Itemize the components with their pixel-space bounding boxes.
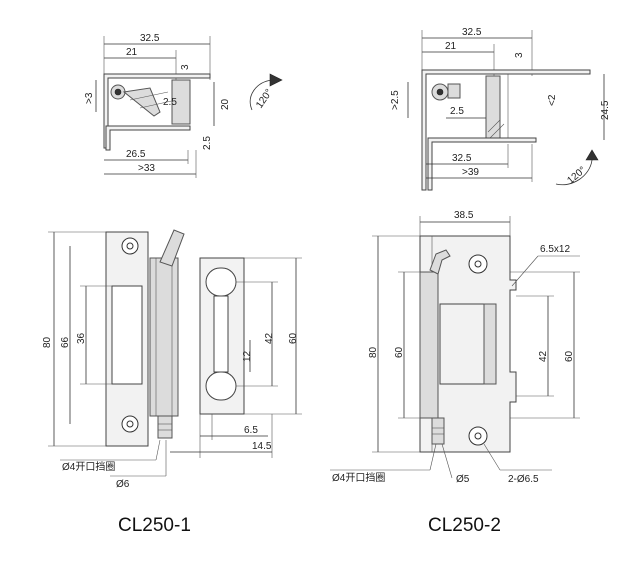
cl250-1-front-view: 80 66 36 42 60 12 6.5 14.5 Ø4开口挡圈 Ø6 bbox=[42, 229, 302, 490]
dim-24-5: 24.5 bbox=[600, 100, 611, 120]
phi-6-5-label: 2-Ø6.5 bbox=[508, 474, 539, 485]
dim-6-5: 6.5 bbox=[244, 425, 258, 436]
dim-80: 80 bbox=[368, 346, 379, 358]
dim-gt2-5: >2.5 bbox=[390, 90, 401, 110]
dim-14-5: 14.5 bbox=[252, 441, 272, 452]
cl250-1-top-view: 32.5 21 3 >3 2.5 20 2.5 26.5 >33 120° bbox=[84, 33, 283, 178]
dim-2-5: 2.5 bbox=[450, 106, 464, 117]
dim-gt39: >39 bbox=[462, 167, 479, 178]
dim-12: 12 bbox=[242, 350, 253, 362]
dim-42: 42 bbox=[264, 332, 275, 344]
angle-120: 120° bbox=[565, 165, 588, 187]
ring-label: Ø4开口挡圈 bbox=[332, 471, 385, 484]
dim-32-5: 32.5 bbox=[140, 33, 160, 44]
angle-120: 120° bbox=[254, 87, 275, 110]
dim-gt3: >3 bbox=[84, 92, 95, 104]
dim-3: 3 bbox=[180, 64, 191, 70]
phi-6-label: Ø6 bbox=[116, 479, 130, 490]
cl250-2-front-view: 38.5 6.5x12 80 60 42 60 Ø4开口挡圈 Ø5 2-Ø6.5 bbox=[330, 210, 580, 485]
dim-60-left: 60 bbox=[394, 346, 405, 358]
caption-cl250-1: CL250-1 bbox=[118, 515, 191, 536]
dim-42: 42 bbox=[538, 350, 549, 362]
dim-60-right: 60 bbox=[564, 350, 575, 362]
ring-label: Ø4开口挡圈 bbox=[62, 460, 115, 473]
dim-2-5-side: 2.5 bbox=[202, 136, 213, 150]
dim-60: 60 bbox=[288, 332, 299, 344]
dim-gt33: >33 bbox=[138, 163, 155, 174]
dim-2-5-inner: 2.5 bbox=[163, 97, 177, 108]
caption-cl250-2: CL250-2 bbox=[428, 515, 501, 536]
phi-5-label: Ø5 bbox=[456, 474, 470, 485]
dim-80: 80 bbox=[42, 336, 53, 348]
dim-20: 20 bbox=[220, 98, 231, 110]
dim-66: 66 bbox=[60, 336, 71, 348]
dim-3: 3 bbox=[514, 52, 525, 58]
dim-lt2: <2 bbox=[547, 94, 558, 106]
dim-32-5-bottom: 32.5 bbox=[452, 153, 472, 164]
dim-36: 36 bbox=[76, 332, 87, 344]
dim-21: 21 bbox=[126, 47, 138, 58]
slot-label: 6.5x12 bbox=[540, 244, 570, 255]
dim-26-5: 26.5 bbox=[126, 149, 146, 160]
dim-32-5: 32.5 bbox=[462, 27, 482, 38]
dim-38-5: 38.5 bbox=[454, 210, 474, 221]
cl250-2-top-view: 32.5 21 3 >2.5 <2 2.5 24.5 32.5 >39 120° bbox=[390, 27, 611, 191]
dim-21: 21 bbox=[445, 41, 457, 52]
